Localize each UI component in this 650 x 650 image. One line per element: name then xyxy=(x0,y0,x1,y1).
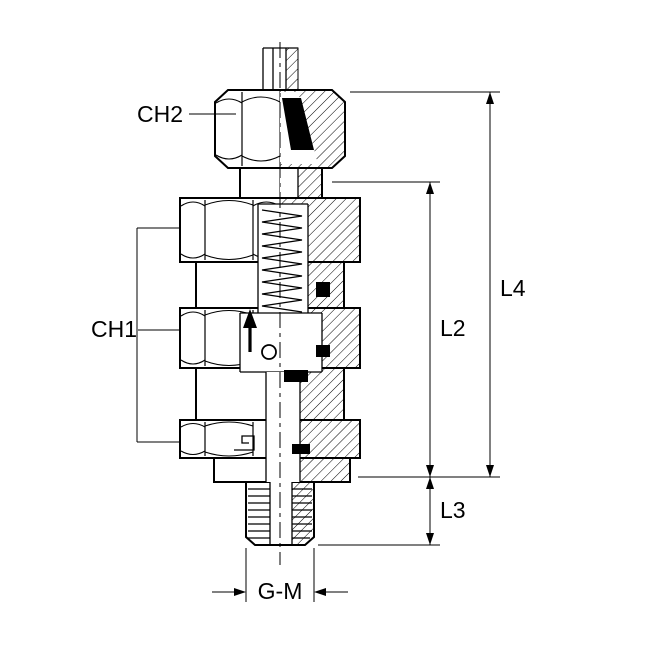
dimension-l2: L2 xyxy=(332,181,466,477)
flow-arrow xyxy=(243,309,257,352)
top-stem xyxy=(262,47,299,91)
dim-label-l4: L4 xyxy=(500,275,526,301)
dimension-gm: G-M xyxy=(212,548,348,604)
seal-center xyxy=(284,370,308,382)
dim-label-l3: L3 xyxy=(440,497,466,523)
seal-middle xyxy=(316,345,330,357)
upper-neck xyxy=(239,167,323,199)
dim-label-gm: G-M xyxy=(258,578,303,604)
dim-label-l2: L2 xyxy=(440,315,466,341)
seal-upper xyxy=(316,282,330,297)
spring xyxy=(261,209,303,313)
dimension-l3: L3 xyxy=(318,477,466,546)
dim-label-ch1: CH1 xyxy=(91,316,137,342)
seal-lower xyxy=(292,444,310,454)
seals xyxy=(284,282,330,454)
dimension-l4: L4 xyxy=(350,91,526,478)
dim-label-ch2: CH2 xyxy=(137,101,183,127)
retaining-detail xyxy=(234,435,255,451)
cap-nut xyxy=(214,89,346,169)
callout-ch2: CH2 xyxy=(137,101,236,127)
valve-cone xyxy=(282,98,314,150)
callout-ch1: CH1 xyxy=(91,227,181,443)
stem-wall-section xyxy=(285,47,299,91)
ball-detail xyxy=(261,344,277,360)
